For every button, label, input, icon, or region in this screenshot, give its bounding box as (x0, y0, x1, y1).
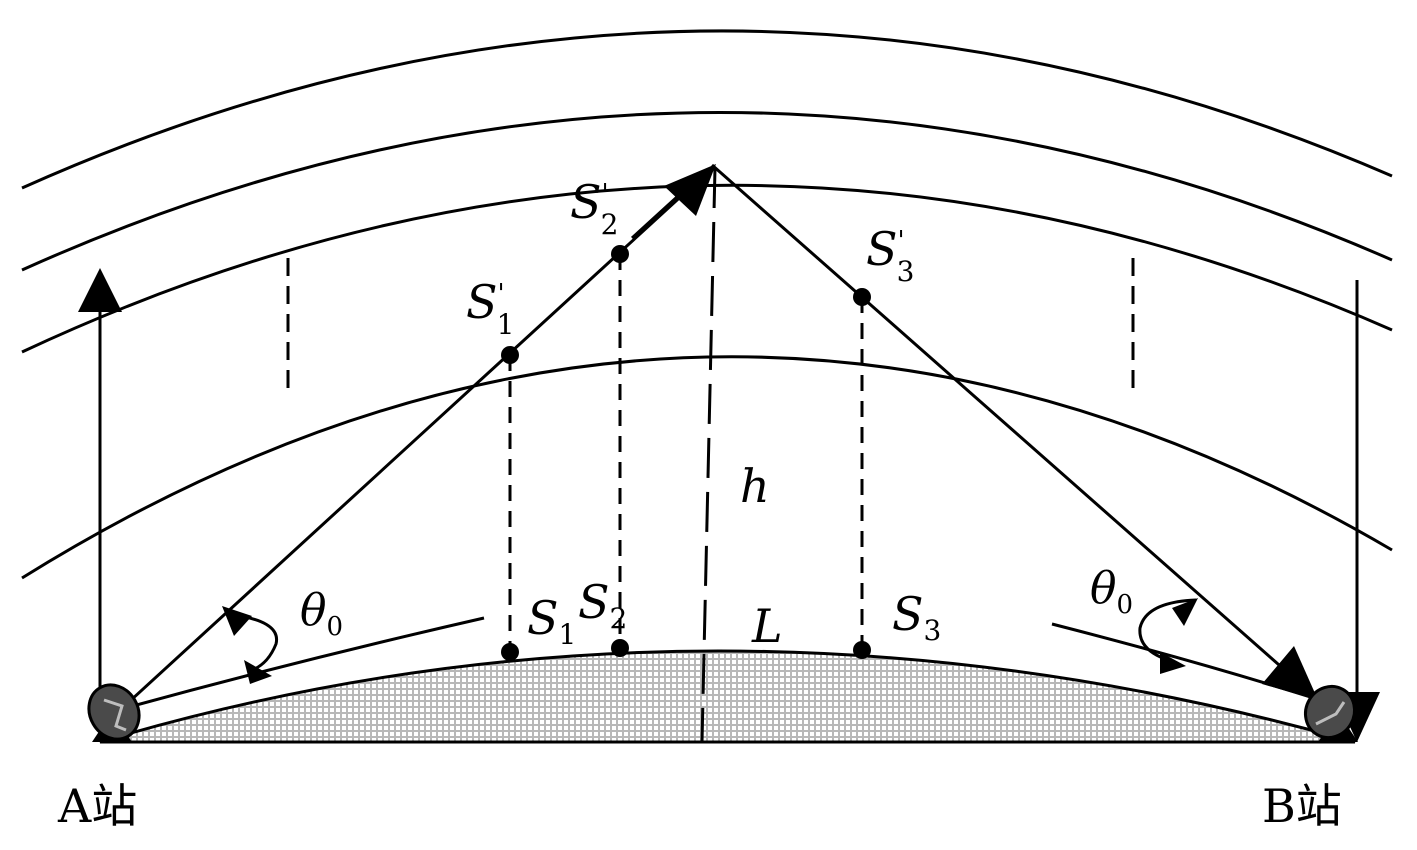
label-s1-prime: S'1 (466, 275, 515, 341)
tangent-left (117, 616, 485, 712)
angle-arc-left-arrow-icon (222, 606, 252, 636)
label-s3-prime: S'3 (866, 222, 915, 288)
angle-arc-right (1138, 598, 1197, 662)
point-s3-prime (853, 288, 871, 306)
point-s1-prime (501, 346, 519, 364)
ionosphere-arc-1 (21, 29, 1393, 190)
label-s2-prime: S'2 (570, 175, 619, 241)
label-theta-left: θ0 (300, 585, 343, 642)
point-s1 (501, 643, 519, 661)
dashed-height-h (700, 167, 717, 743)
tangent-right-arrow-icon (1160, 652, 1186, 674)
label-s3: S3 (892, 587, 941, 647)
lower-layer-arc (21, 355, 1393, 580)
antenna-a-icon (87, 683, 141, 742)
point-s2 (611, 639, 629, 657)
point-s3 (853, 641, 871, 659)
label-h: h (740, 459, 770, 513)
tangent-left-arrow-icon (244, 660, 272, 684)
point-s2-prime (611, 245, 629, 263)
ray-down (711, 163, 1313, 696)
label-theta-right: θ0 (1090, 563, 1133, 620)
label-station-b: B站 (1262, 779, 1342, 833)
label-s2: S2 (578, 575, 627, 635)
antenna-b-icon (1303, 684, 1358, 742)
ray-up-arrow-icon (664, 164, 716, 216)
angle-arc-left (225, 612, 279, 672)
ionosphere-arc-3 (21, 183, 1393, 354)
label-L: L (751, 599, 783, 653)
label-station-a: A站 (57, 779, 137, 833)
tangent-right (1051, 622, 1321, 702)
left-axis-arrow-icon (78, 268, 122, 312)
ground-surface (99, 649, 1356, 744)
label-s1: S1 (527, 591, 576, 651)
ionosphere-arc-2 (21, 110, 1393, 272)
angle-arc-right-arrow-icon (1172, 598, 1198, 626)
